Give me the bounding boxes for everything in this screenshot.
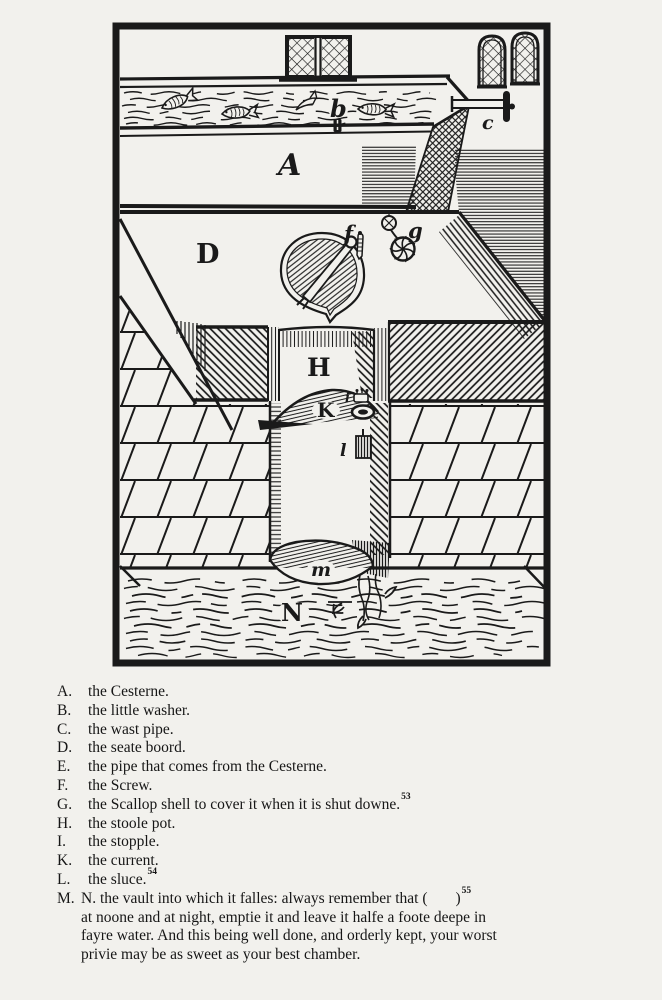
shell-cover-knob <box>381 214 416 263</box>
footnote-marker: 54 <box>147 866 158 877</box>
wast-pipe <box>450 91 515 122</box>
floor-tiles <box>119 299 547 590</box>
label-wast-pipe: c <box>482 112 494 134</box>
legend-text: N. the vault into which it falles: alway… <box>81 885 497 965</box>
legend: A. the Cesterne. B. the little washer. C. t… <box>57 683 632 965</box>
label-vault: N <box>281 598 303 627</box>
cistern-water <box>121 87 437 126</box>
screw-icon <box>356 231 364 261</box>
board-edge-shadow <box>439 215 544 339</box>
legend-key: D. <box>57 739 73 757</box>
legend-item-i: I. the stopple. <box>57 833 632 852</box>
legend-key: B. <box>57 701 72 719</box>
right-wall <box>439 148 547 339</box>
legend-key: K. <box>57 852 73 870</box>
label-vault-mouth: m <box>311 559 331 581</box>
stopple <box>353 388 369 403</box>
legend-item-l: L. the sluce.54 <box>57 866 632 890</box>
legend-item-b: B. the little washer. <box>57 702 632 721</box>
arched-window-left <box>477 34 507 89</box>
legend-text: the stoole pot. <box>88 814 176 832</box>
floor-tiles-right <box>390 404 546 568</box>
label-scallop-shell: g <box>408 218 423 243</box>
legend-text: the stopple. <box>88 833 160 851</box>
legend-m-line4: privie may be as sweet as your best cham… <box>81 946 361 964</box>
sluce <box>350 404 376 459</box>
arched-window-right <box>510 31 540 86</box>
cistern-front-shadow <box>362 146 416 205</box>
legend-item-c: C. the wast pipe. <box>57 721 632 740</box>
legend-text: the seate boord. <box>88 739 186 757</box>
legend-key: F. <box>57 776 69 794</box>
footnote-marker: 53 <box>401 791 411 802</box>
figure-labels: A b c D f g H K i l m N <box>196 94 494 627</box>
vault-water <box>123 578 547 659</box>
screw-key-icon <box>296 235 358 310</box>
cistern <box>119 74 473 213</box>
floor-tiles-left <box>120 299 270 568</box>
legend-item-e: E. the pipe that comes from the Cesterne. <box>57 758 632 777</box>
legend-text: the Screw. <box>88 776 153 794</box>
legend-item-m: M. N. the vault into which it falles: al… <box>57 885 632 965</box>
legend-text: the wast pipe. <box>88 720 174 738</box>
label-stoole-pot: H <box>307 353 331 382</box>
footnote-marker: 55 <box>461 885 472 896</box>
woodcut-frame <box>112 22 551 667</box>
label-stopple: i <box>345 391 350 406</box>
legend-item-d: D. the seate boord. <box>57 739 632 758</box>
legend-item-g: G. the Scallop shell to cover it when it … <box>57 791 632 815</box>
legend-item-a: A. the Cesterne. <box>57 683 632 702</box>
legend-m-line3: fayre water. And this being well done, a… <box>81 927 497 945</box>
legend-text: the Cesterne. <box>88 683 169 700</box>
legend-key: M. <box>57 889 75 907</box>
legend-item-h: H. the stoole pot. <box>57 815 632 834</box>
legend-text: the Scallop shell to cover it when it is… <box>88 791 411 813</box>
label-little-washer: b <box>330 94 347 123</box>
falling-water <box>328 573 398 630</box>
label-sluce: l <box>340 441 347 461</box>
wall-band <box>194 320 546 403</box>
legend-key: A. <box>57 683 73 700</box>
pipe-handle <box>503 91 510 122</box>
fish-icon <box>295 89 318 111</box>
legend-text: the pipe that comes from the Cesterne. <box>88 758 327 776</box>
lattice-window <box>279 35 357 82</box>
label-current: K <box>317 398 335 422</box>
legend-key: I. <box>57 833 67 851</box>
woodcut-illustration: A b c D f g H K i l m N <box>112 22 551 667</box>
fish-icon <box>356 101 396 118</box>
legend-key: L. <box>57 870 71 888</box>
legend-text: the little washer. <box>88 701 191 719</box>
legend-m-line1: N. the vault into which it falles: alway… <box>81 885 472 907</box>
legend-text: the sluce.54 <box>88 866 158 888</box>
legend-text: the current. <box>88 852 159 870</box>
legend-item-f: F. the Screw. <box>57 777 632 796</box>
label-seate-boord: D <box>196 239 219 270</box>
legend-key: C. <box>57 720 72 738</box>
legend-key: G. <box>57 795 73 813</box>
legend-key: H. <box>57 814 73 832</box>
legend-m-line2: at noone and at night, emptie it and lea… <box>81 908 486 926</box>
legend-key: E. <box>57 758 71 776</box>
scallop-shell <box>279 231 366 324</box>
label-cesterne: A <box>275 148 301 183</box>
legend-item-k: K. the current. <box>57 852 632 871</box>
